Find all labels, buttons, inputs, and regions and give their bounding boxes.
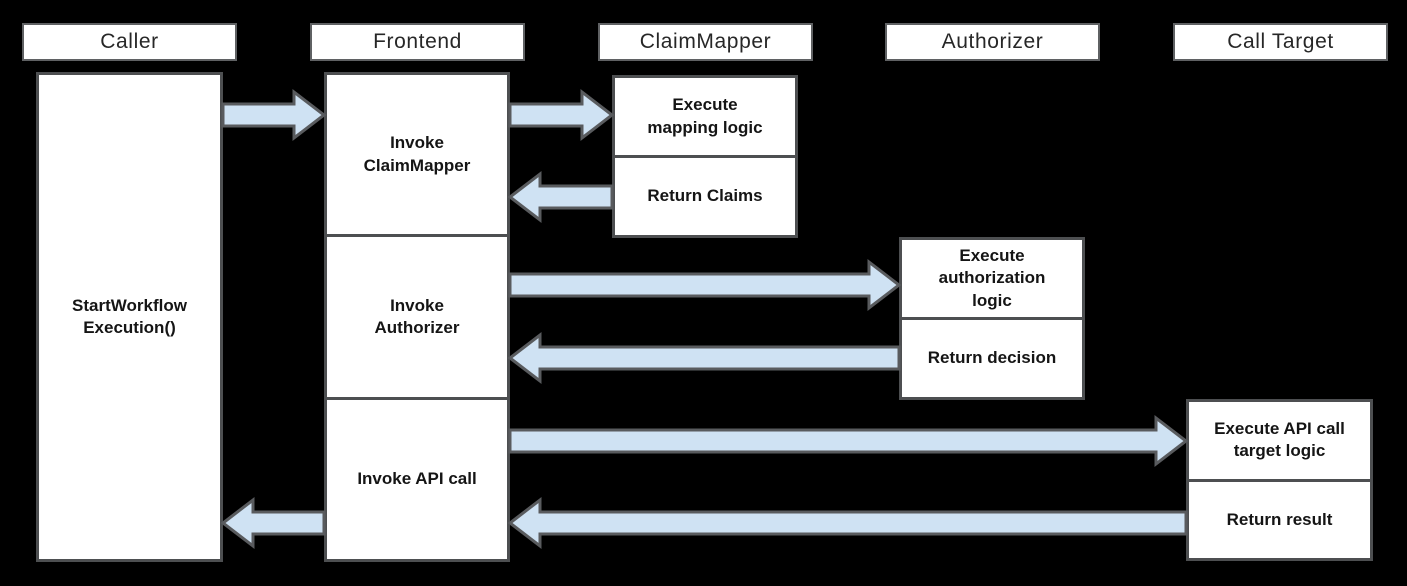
arrow-frontend-to-authorizer (508, 258, 902, 312)
step-startworkflowexecution: StartWorkflow Execution() (72, 295, 187, 337)
activation-frontend: Invoke ClaimMapper Invoke Authorizer Inv… (324, 72, 510, 562)
arrow-calltarget-return-frontend (507, 496, 1188, 550)
activation-caller: StartWorkflow Execution() (36, 72, 223, 562)
lifeline-label: Authorizer (941, 30, 1044, 53)
step-return-decision: Return decision (902, 317, 1082, 397)
arrow-frontend-to-claimmapper (508, 88, 615, 142)
lifeline-header-claimmapper: ClaimMapper (598, 23, 813, 61)
lifeline-label: Caller (100, 30, 159, 53)
arrow-authorizer-return-frontend (507, 331, 901, 385)
step-return-claims: Return Claims (615, 155, 795, 235)
lifeline-label: Frontend (373, 30, 462, 53)
activation-claimmapper: Execute mapping logic Return Claims (612, 75, 798, 238)
lifeline-header-authorizer: Authorizer (885, 23, 1100, 61)
step-invoke-api-call: Invoke API call (327, 396, 507, 559)
arrow-claimmapper-return-frontend (507, 170, 614, 224)
step-execute-mapping-logic: Execute mapping logic (647, 95, 763, 137)
step-execute-api-call-target-logic: Execute API call target logic (1214, 418, 1345, 461)
step-execute-authorization-logic: Execute authorization logic (938, 245, 1046, 310)
lifeline-label: Call Target (1227, 30, 1334, 53)
lifeline-header-frontend: Frontend (310, 23, 525, 61)
step-invoke-authorizer: Invoke Authorizer (327, 234, 507, 396)
lifeline-header-caller: Caller (22, 23, 237, 61)
lifeline-label: ClaimMapper (639, 30, 772, 53)
lifeline-header-calltarget: Call Target (1173, 23, 1388, 61)
arrow-caller-to-frontend (221, 88, 327, 142)
step-invoke-claimmapper: Invoke ClaimMapper (363, 133, 471, 175)
step-return-result: Return result (1189, 478, 1370, 559)
activation-calltarget: Execute API call target logic Return res… (1186, 399, 1373, 561)
activation-authorizer: Execute authorization logic Return decis… (899, 237, 1085, 400)
arrow-frontend-to-calltarget (508, 414, 1189, 468)
arrow-frontend-return-caller (220, 496, 326, 550)
